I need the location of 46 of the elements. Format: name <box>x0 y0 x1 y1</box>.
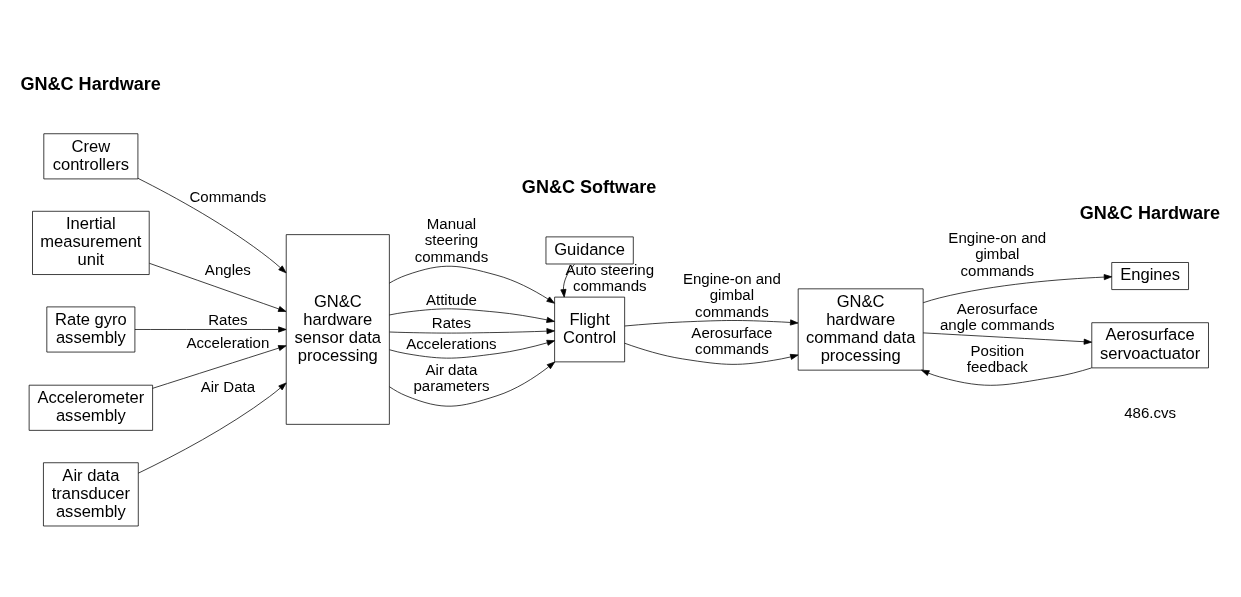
node-box: Engines <box>1111 261 1189 290</box>
node-box: Air data transducer assembly <box>43 461 139 526</box>
arrow <box>389 327 555 334</box>
arrow <box>389 265 555 304</box>
arrow <box>152 344 287 389</box>
label: GN&C Software <box>521 176 657 197</box>
edge-label: Position feedback <box>966 341 1028 375</box>
arrow <box>922 273 1113 303</box>
arrow <box>138 382 287 474</box>
edge-label: Air data parameters <box>413 360 490 394</box>
arrow <box>134 326 287 332</box>
node-box: Rate gyro assembly <box>46 306 136 352</box>
edge-label: Acceleration <box>186 333 270 351</box>
arrow <box>921 367 1093 386</box>
edge-label: Angles <box>204 260 251 278</box>
edge-label: Aerosurface angle commands <box>940 299 1055 333</box>
arrow <box>922 332 1092 345</box>
edge-label: Engine-on and gimbal commands <box>682 269 781 320</box>
node-box: GN&C hardware sensor data processing <box>285 233 390 425</box>
node-box: GN&C hardware command data processing <box>797 287 924 371</box>
edge-label: Attitude <box>425 290 477 308</box>
node-box: Inertial measurement unit <box>32 210 150 275</box>
node-box: Accelerometer assembly <box>28 384 153 431</box>
edge-label: Manual steering commands <box>414 214 489 265</box>
arrow <box>560 263 575 297</box>
arrow <box>624 342 799 365</box>
node-box: Crew controllers <box>43 132 139 179</box>
edge-label: Accelerations <box>406 334 497 352</box>
arrow <box>389 361 556 407</box>
label: GN&C Hardware <box>20 73 161 94</box>
edge-label: Engine-on and gimbal commands <box>948 228 1047 279</box>
arrow <box>624 318 799 326</box>
edge-label: Aerosurface commands <box>691 323 773 357</box>
node-box: Flight Control <box>554 296 625 362</box>
edge-label: Rates <box>208 310 248 328</box>
edge-label: Rates <box>431 313 472 331</box>
arrow <box>137 177 287 273</box>
edge-label: Commands <box>189 187 267 205</box>
arrow <box>389 308 555 323</box>
node-box: Aerosurface servoactuator <box>1091 321 1209 368</box>
arrow <box>149 262 287 312</box>
node-box: Guidance <box>545 236 634 264</box>
label: GN&C Hardware <box>1079 202 1221 223</box>
edge-label: Air Data <box>200 377 256 395</box>
label: 486.cvs <box>1124 403 1177 421</box>
arrow <box>389 339 555 358</box>
